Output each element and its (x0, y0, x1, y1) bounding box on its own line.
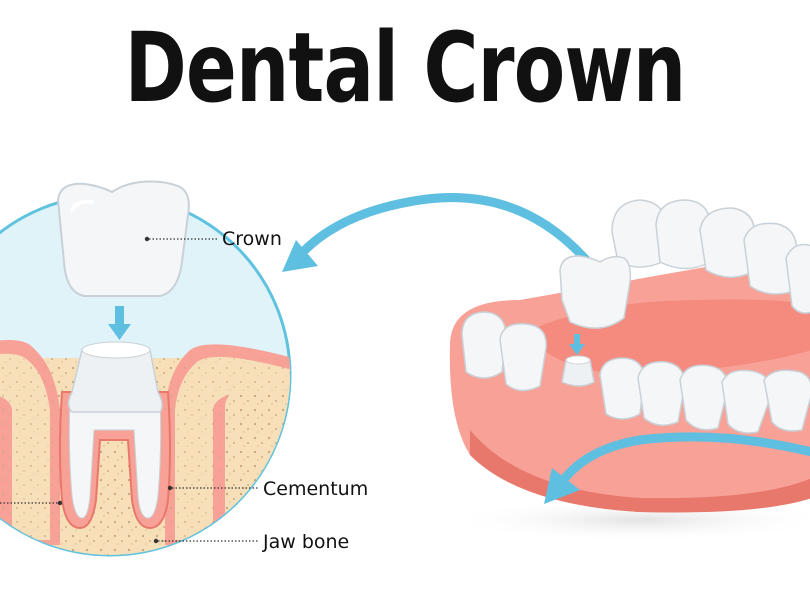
crown-label: Crown (222, 228, 282, 250)
label-cementum: Cementum (167, 478, 368, 500)
jaw-bone-label: Jaw bone (262, 531, 349, 553)
jaw-model (449, 199, 810, 542)
diagram-title: Dental Crown (124, 12, 687, 124)
curved-arrow-to-crown (282, 193, 593, 272)
placement-arrow-down (108, 306, 131, 340)
tooth-root (59, 391, 171, 530)
label-crown: Crown (144, 228, 282, 250)
prepared-tooth-stump (67, 341, 163, 413)
label-jaw-bone: Jaw bone (153, 531, 349, 553)
cementum-label: Cementum (263, 478, 368, 500)
curved-arrow-bottom (544, 432, 810, 504)
crown-cap (56, 180, 190, 297)
label-left-unlabeled-leader (0, 500, 63, 506)
